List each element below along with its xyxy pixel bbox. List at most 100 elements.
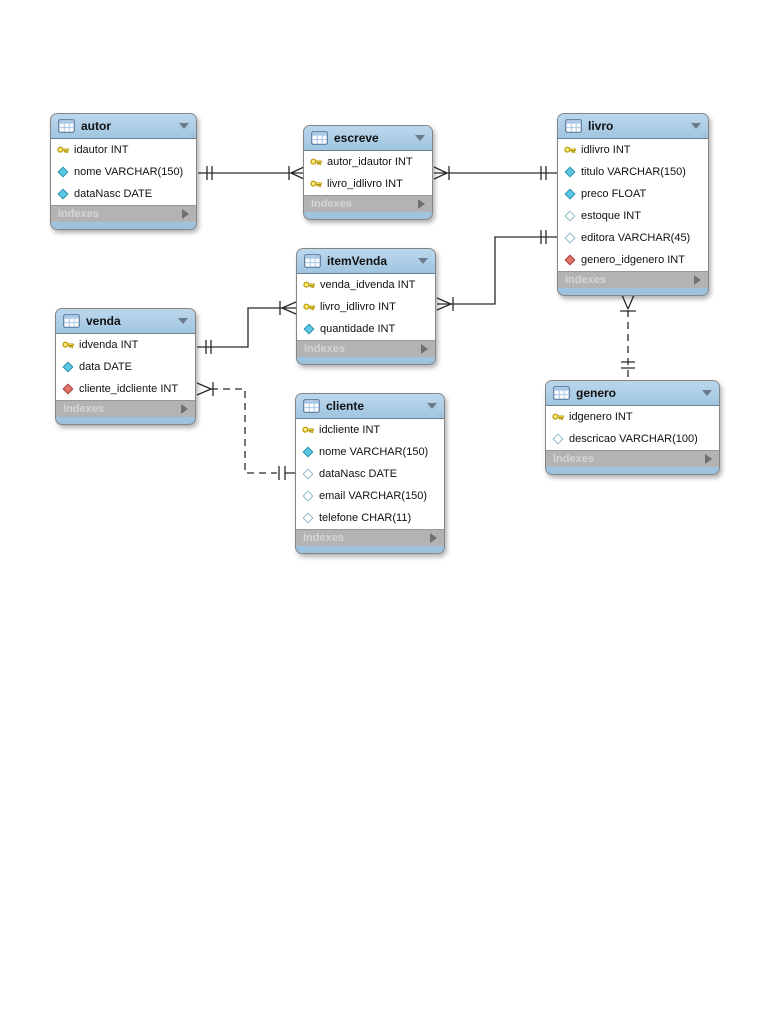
table-title: autor (81, 119, 111, 133)
table-header[interactable]: venda (56, 309, 195, 334)
column-row[interactable]: genero_idgenero INT (558, 249, 708, 271)
foreign-key-icon (564, 254, 576, 266)
not-null-attribute-icon (564, 166, 576, 178)
primary-key-icon (310, 156, 322, 168)
relationship-venda-itemvenda[interactable] (197, 301, 297, 354)
indexes-section[interactable]: Indexes (51, 205, 196, 222)
column-label: idgenero INT (569, 411, 633, 423)
table-columns: idgenero INT descricao VARCHAR(100) (546, 406, 719, 450)
column-label: idlivro INT (581, 144, 631, 156)
table-icon (63, 314, 80, 328)
primary-key-icon (303, 301, 315, 313)
table-header[interactable]: genero (546, 381, 719, 406)
collapse-arrow-icon[interactable] (179, 123, 189, 129)
column-row[interactable]: venda_idvenda INT (297, 274, 435, 296)
relationship-cliente-venda[interactable] (196, 382, 295, 480)
primary-key-icon (57, 144, 69, 156)
expand-arrow-icon[interactable] (694, 275, 701, 285)
column-row[interactable]: preco FLOAT (558, 183, 708, 205)
table-icon (553, 386, 570, 400)
relationship-genero-livro[interactable] (620, 294, 636, 380)
table-columns: idcliente INT nome VARCHAR(150) dataNasc… (296, 419, 444, 529)
column-row[interactable]: email VARCHAR(150) (296, 485, 444, 507)
table-autor[interactable]: autor idautor INT nome VARCHAR(150) data… (50, 113, 197, 230)
primary-key-icon (564, 144, 576, 156)
expand-arrow-icon[interactable] (705, 454, 712, 464)
column-label: titulo VARCHAR(150) (581, 166, 686, 178)
column-row[interactable]: idvenda INT (56, 334, 195, 356)
expand-arrow-icon[interactable] (418, 199, 425, 209)
column-row[interactable]: autor_idautor INT (304, 151, 432, 173)
expand-arrow-icon[interactable] (421, 344, 428, 354)
table-itemvenda[interactable]: itemVenda venda_idvenda INT livro_idlivr… (296, 248, 436, 365)
column-label: preco FLOAT (581, 188, 647, 200)
indexes-section[interactable]: Indexes (296, 529, 444, 546)
collapse-arrow-icon[interactable] (415, 135, 425, 141)
column-row[interactable]: dataNasc DATE (296, 463, 444, 485)
column-row[interactable]: idlivro INT (558, 139, 708, 161)
indexes-label: Indexes (565, 274, 606, 286)
not-null-attribute-icon (57, 166, 69, 178)
indexes-section[interactable]: Indexes (56, 400, 195, 417)
table-header[interactable]: autor (51, 114, 196, 139)
table-cliente[interactable]: cliente idcliente INT nome VARCHAR(150) … (295, 393, 445, 554)
column-row[interactable]: livro_idlivro INT (304, 173, 432, 195)
table-header[interactable]: cliente (296, 394, 444, 419)
nullable-attribute-icon (302, 512, 314, 524)
column-label: dataNasc DATE (74, 188, 153, 200)
column-label: cliente_idcliente INT (79, 383, 179, 395)
table-venda[interactable]: venda idvenda INT data DATE cliente_idcl… (55, 308, 196, 425)
primary-key-icon (62, 339, 74, 351)
table-genero[interactable]: genero idgenero INT descricao VARCHAR(10… (545, 380, 720, 475)
collapse-arrow-icon[interactable] (691, 123, 701, 129)
indexes-label: Indexes (303, 532, 344, 544)
table-livro[interactable]: livro idlivro INT titulo VARCHAR(150) pr… (557, 113, 709, 296)
expand-arrow-icon[interactable] (181, 404, 188, 414)
table-icon (304, 254, 321, 268)
collapse-arrow-icon[interactable] (418, 258, 428, 264)
table-header[interactable]: itemVenda (297, 249, 435, 274)
column-label: quantidade INT (320, 323, 396, 335)
table-title: venda (86, 314, 121, 328)
indexes-label: Indexes (63, 403, 104, 415)
column-row[interactable]: estoque INT (558, 205, 708, 227)
column-row[interactable]: quantidade INT (297, 318, 435, 340)
collapse-arrow-icon[interactable] (178, 318, 188, 324)
collapse-arrow-icon[interactable] (702, 390, 712, 396)
table-escreve[interactable]: escreve autor_idautor INT livro_idlivro … (303, 125, 433, 220)
nullable-attribute-icon (564, 210, 576, 222)
column-row[interactable]: titulo VARCHAR(150) (558, 161, 708, 183)
expand-arrow-icon[interactable] (182, 209, 189, 219)
column-row[interactable]: nome VARCHAR(150) (51, 161, 196, 183)
indexes-section[interactable]: Indexes (546, 450, 719, 467)
column-row[interactable]: cliente_idcliente INT (56, 378, 195, 400)
column-row[interactable]: idcliente INT (296, 419, 444, 441)
column-row[interactable]: nome VARCHAR(150) (296, 441, 444, 463)
indexes-section[interactable]: Indexes (558, 271, 708, 288)
table-header[interactable]: escreve (304, 126, 432, 151)
column-row[interactable]: data DATE (56, 356, 195, 378)
indexes-section[interactable]: Indexes (304, 195, 432, 212)
column-label: estoque INT (581, 210, 641, 222)
relationship-livro-escreve[interactable] (433, 166, 557, 180)
relationship-autor-escreve[interactable] (198, 166, 305, 180)
column-row[interactable]: descricao VARCHAR(100) (546, 428, 719, 450)
column-row[interactable]: editora VARCHAR(45) (558, 227, 708, 249)
table-icon (311, 131, 328, 145)
table-columns: idlivro INT titulo VARCHAR(150) preco FL… (558, 139, 708, 271)
column-label: nome VARCHAR(150) (319, 446, 429, 458)
expand-arrow-icon[interactable] (430, 533, 437, 543)
column-row[interactable]: telefone CHAR(11) (296, 507, 444, 529)
column-row[interactable]: idautor INT (51, 139, 196, 161)
column-row[interactable]: dataNasc DATE (51, 183, 196, 205)
indexes-section[interactable]: Indexes (297, 340, 435, 357)
column-label: venda_idvenda INT (320, 279, 416, 291)
column-row[interactable]: idgenero INT (546, 406, 719, 428)
primary-key-icon (310, 178, 322, 190)
table-title: livro (588, 119, 614, 133)
table-header[interactable]: livro (558, 114, 708, 139)
relationship-livro-itemvenda[interactable] (436, 230, 557, 311)
collapse-arrow-icon[interactable] (427, 403, 437, 409)
column-row[interactable]: livro_idlivro INT (297, 296, 435, 318)
